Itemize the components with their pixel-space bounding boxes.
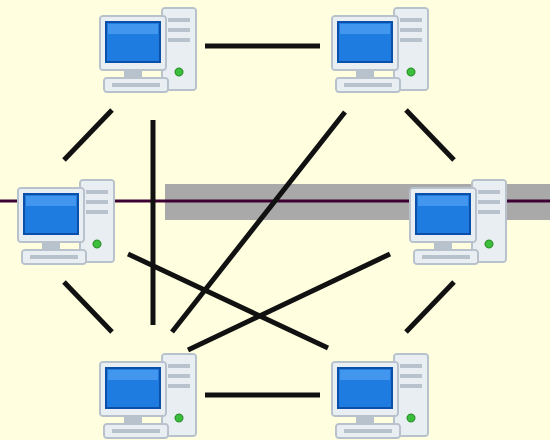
drive-bay <box>86 200 108 204</box>
monitor-neck <box>42 242 60 250</box>
power-led <box>406 67 416 77</box>
link-pc-mid-right-to-pc-bottom-right <box>404 280 456 334</box>
drive-bay <box>168 38 190 42</box>
drive-bay <box>400 28 422 32</box>
pc-mid-left[interactable] <box>17 179 115 265</box>
power-led <box>174 67 184 77</box>
keyboard-keys <box>344 83 392 87</box>
nodes-layer <box>17 7 507 439</box>
screen-glare <box>418 196 468 206</box>
monitor-neck <box>356 416 374 424</box>
keyboard-keys <box>112 83 160 87</box>
keyboard-keys <box>112 429 160 433</box>
pc-bottom-right[interactable] <box>331 353 429 439</box>
drive-bay <box>478 200 500 204</box>
links-layer <box>62 43 456 398</box>
screen-glare <box>26 196 76 206</box>
desktop-computer-icon <box>99 7 197 93</box>
link-pc-mid-right-to-pc-bottom-left <box>186 251 392 353</box>
link-pc-top-left-to-pc-mid-left <box>62 108 114 162</box>
drive-bay <box>400 18 422 22</box>
drive-bay <box>168 28 190 32</box>
link-pc-mid-left-to-pc-bottom-left <box>62 280 114 334</box>
pc-mid-right[interactable] <box>409 179 507 265</box>
link-pc-top-right-to-pc-bottom-left <box>170 110 347 334</box>
drive-bay <box>86 210 108 214</box>
monitor-neck <box>434 242 452 250</box>
power-led <box>92 239 102 249</box>
drive-bay <box>168 364 190 368</box>
drive-bay <box>478 210 500 214</box>
power-led <box>484 239 494 249</box>
power-led <box>174 413 184 423</box>
power-led <box>406 413 416 423</box>
desktop-computer-icon <box>17 179 115 265</box>
drive-bay <box>168 374 190 378</box>
desktop-computer-icon <box>331 353 429 439</box>
link-pc-mid-left-to-pc-bottom-right <box>126 251 330 351</box>
pc-top-right[interactable] <box>331 7 429 93</box>
drive-bay <box>478 190 500 194</box>
pc-bottom-left[interactable] <box>99 353 197 439</box>
screen-glare <box>340 370 390 380</box>
desktop-computer-icon <box>409 179 507 265</box>
drive-bay <box>400 384 422 388</box>
link-pc-top-right-to-pc-mid-right <box>404 108 456 162</box>
monitor-neck <box>124 416 142 424</box>
drive-bay <box>86 190 108 194</box>
monitor-neck <box>124 70 142 78</box>
keyboard-keys <box>30 255 78 259</box>
desktop-computer-icon <box>331 7 429 93</box>
keyboard-keys <box>422 255 470 259</box>
pc-top-left[interactable] <box>99 7 197 93</box>
screen-glare <box>108 24 158 34</box>
keyboard-keys <box>344 429 392 433</box>
desktop-computer-icon <box>99 353 197 439</box>
drive-bay <box>400 364 422 368</box>
drive-bay <box>168 384 190 388</box>
drive-bay <box>168 18 190 22</box>
screen-glare <box>340 24 390 34</box>
screen-glare <box>108 370 158 380</box>
monitor-neck <box>356 70 374 78</box>
drive-bay <box>400 38 422 42</box>
drive-bay <box>400 374 422 378</box>
